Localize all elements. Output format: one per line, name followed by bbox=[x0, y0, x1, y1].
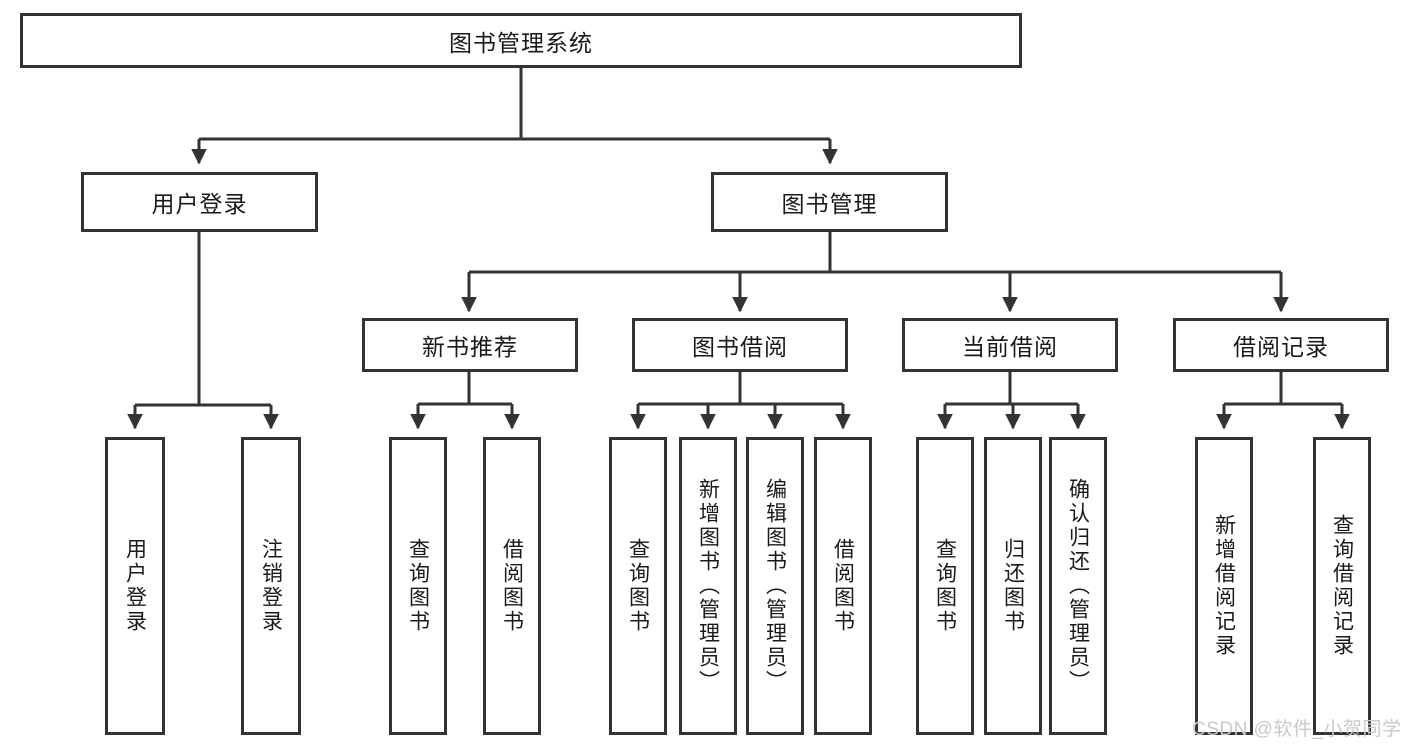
leaf-current-return-book[interactable]: 归还图书 bbox=[984, 437, 1042, 735]
leaf-current-confirm-return-admin[interactable]: 确认归还（管理员） bbox=[1049, 437, 1107, 735]
node-borrow-records[interactable]: 借阅记录 bbox=[1173, 318, 1389, 372]
node-label: 新书推荐 bbox=[422, 334, 518, 360]
node-label: 借阅图书 bbox=[831, 538, 855, 634]
node-label: 注销登录 bbox=[259, 538, 283, 634]
node-label: 查询图书 bbox=[626, 538, 650, 634]
node-label: 用户登录 bbox=[123, 538, 147, 634]
node-label: 图书借阅 bbox=[692, 334, 788, 360]
node-label: 当前借阅 bbox=[962, 334, 1058, 360]
node-book-borrow[interactable]: 图书借阅 bbox=[632, 318, 848, 372]
node-label: 图书管理 bbox=[781, 191, 878, 217]
leaf-current-query-book[interactable]: 查询图书 bbox=[916, 437, 974, 735]
node-user-login[interactable]: 用户登录 bbox=[81, 172, 318, 232]
node-label: 用户登录 bbox=[151, 191, 248, 217]
leaf-borrow-edit-book-admin[interactable]: 编辑图书（管理员） bbox=[746, 437, 804, 735]
leaf-borrow-query-book[interactable]: 查询图书 bbox=[609, 437, 667, 735]
node-book-management[interactable]: 图书管理 bbox=[711, 172, 948, 232]
node-label: 确认归还（管理员） bbox=[1066, 478, 1090, 694]
node-label: 新增借阅记录 bbox=[1212, 514, 1236, 658]
node-label: 借阅图书 bbox=[500, 538, 524, 634]
node-root-system[interactable]: 图书管理系统 bbox=[20, 13, 1022, 68]
node-new-book-recommend[interactable]: 新书推荐 bbox=[362, 318, 578, 372]
node-label: 归还图书 bbox=[1001, 538, 1025, 634]
leaf-records-add-record[interactable]: 新增借阅记录 bbox=[1195, 437, 1253, 735]
node-label: 借阅记录 bbox=[1233, 334, 1329, 360]
node-current-borrow[interactable]: 当前借阅 bbox=[902, 318, 1118, 372]
leaf-recommend-query-book[interactable]: 查询图书 bbox=[389, 437, 447, 735]
node-label: 查询借阅记录 bbox=[1330, 514, 1354, 658]
node-label: 编辑图书（管理员） bbox=[763, 478, 787, 694]
node-label: 查询图书 bbox=[933, 538, 957, 634]
node-label: 查询图书 bbox=[406, 538, 430, 634]
leaf-borrow-borrow-book[interactable]: 借阅图书 bbox=[814, 437, 872, 735]
node-label: 新增图书（管理员） bbox=[696, 478, 720, 694]
leaf-recommend-borrow-book[interactable]: 借阅图书 bbox=[483, 437, 541, 735]
leaf-user-login-login[interactable]: 用户登录 bbox=[105, 437, 165, 735]
leaf-records-query-record[interactable]: 查询借阅记录 bbox=[1313, 437, 1371, 735]
leaf-borrow-add-book-admin[interactable]: 新增图书（管理员） bbox=[679, 437, 737, 735]
node-label: 图书管理系统 bbox=[449, 29, 593, 56]
leaf-user-login-logout[interactable]: 注销登录 bbox=[241, 437, 301, 735]
